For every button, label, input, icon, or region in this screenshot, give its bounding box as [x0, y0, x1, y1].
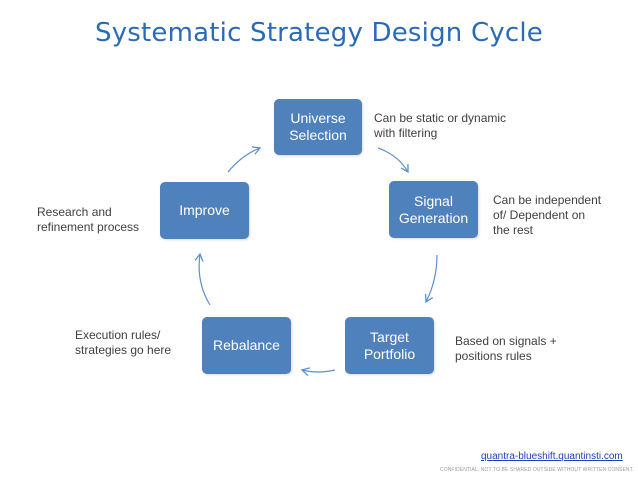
note-signal: Can be independent of/ Dependent on the …	[493, 193, 602, 237]
node-universe-selection: Universe Selection	[274, 99, 362, 155]
arrow-improve-to-universe	[227, 146, 262, 173]
confidential-notice: CONFIDENTIAL. NOT TO BE SHARED OUTSIDE W…	[440, 467, 634, 473]
arrow-rebalance-to-improve	[194, 252, 211, 306]
node-signal-generation: Signal Generation	[389, 181, 478, 238]
arrow-signal-to-target	[424, 254, 438, 304]
note-improve: Research and refinement process	[37, 205, 140, 234]
node-label: Target Portfolio	[363, 328, 416, 362]
note-target: Based on signals + positions rules	[455, 334, 557, 363]
footer-link[interactable]: quantra-blueshift.quantinsti.com	[481, 451, 623, 462]
node-rebalance: Rebalance	[202, 317, 291, 374]
node-label: Rebalance	[213, 337, 280, 353]
note-rebalance: Execution rules/ strategies go here	[75, 328, 172, 357]
node-label: Improve	[179, 202, 230, 218]
node-improve: Improve	[160, 182, 249, 239]
arrow-target-to-rebalance	[300, 367, 336, 377]
node-target-portfolio: Target Portfolio	[345, 317, 434, 374]
arrow-universe-to-signal	[377, 147, 409, 174]
note-universe: Can be static or dynamic with filtering	[374, 111, 507, 140]
node-label: Signal Generation	[398, 192, 469, 226]
node-label: Universe Selection	[289, 110, 347, 143]
diagram-title: Systematic Strategy Design Cycle	[94, 18, 544, 48]
